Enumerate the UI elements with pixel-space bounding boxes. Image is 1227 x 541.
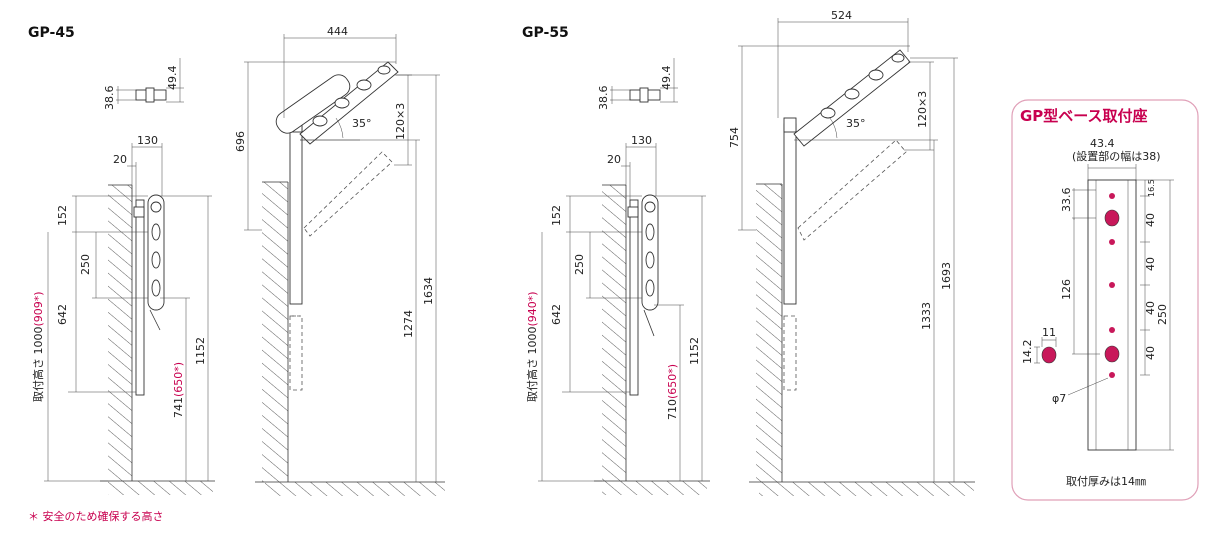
gp45-floor-to-base: 1274 bbox=[402, 310, 415, 338]
gp45-side-width: 130 bbox=[137, 134, 158, 147]
base-top-small: 16.5 bbox=[1147, 179, 1156, 197]
gp45-arm-steps: 120×3 bbox=[394, 103, 407, 140]
gp55-floor-to-base: 1333 bbox=[920, 302, 933, 330]
gp45-arm-angle: 35° bbox=[352, 117, 372, 130]
gp55-arm-reach: 524 bbox=[831, 9, 852, 22]
footnote: ＊ 安全のため確保する高さ bbox=[28, 509, 164, 523]
gp55-side-view: 130 20 152 250 642 取付高さ 1000(940*) 1152 bbox=[525, 134, 710, 495]
gp55-side-width: 130 bbox=[631, 134, 652, 147]
thickness-note: 取付厚みは14㎜ bbox=[1066, 475, 1146, 488]
slot-detail bbox=[1041, 346, 1057, 364]
base-pitch-4: 40 bbox=[1144, 346, 1157, 360]
gp55-lowest-height: 710(650*) bbox=[666, 364, 679, 420]
gp55-top-gap: 152 bbox=[550, 205, 563, 226]
gp45-mount-height: 取付高さ 1000(909*) bbox=[31, 291, 45, 402]
gp45-arm-rise: 696 bbox=[234, 131, 247, 152]
gp45-bracket-width: 49.4 bbox=[166, 66, 179, 91]
gp45-mount-to-base: 642 bbox=[56, 304, 69, 325]
base-hole-span: 126 bbox=[1060, 279, 1073, 300]
gp45-hanger-span: 250 bbox=[79, 254, 92, 275]
gp55-raised-view: 35° 524 754 120×3 1693 1333 bbox=[728, 9, 975, 496]
gp45-bracket-depth: 38.6 bbox=[103, 86, 116, 111]
gp55-bracket-top-view: 49.4 38.6 bbox=[597, 58, 678, 110]
gp55-wall-offset: 20 bbox=[607, 153, 621, 166]
gp55-lowest-height-value: 710 bbox=[666, 399, 679, 420]
gp55-lowest-height-safe: (650*) bbox=[666, 364, 679, 399]
gp55-mount-height: 取付高さ 1000(940*) bbox=[525, 291, 539, 402]
gp45-mount-height-label: 取付高さ 1000 bbox=[31, 327, 45, 403]
gp45-arm-reach: 444 bbox=[327, 25, 348, 38]
base-total-height: 250 bbox=[1156, 304, 1169, 325]
gp45-lowest-height-value: 741 bbox=[172, 397, 185, 418]
gp45-bracket-top-view: 49.4 38.6 bbox=[103, 58, 184, 110]
gp55-arm-rise: 754 bbox=[728, 127, 741, 148]
base-pitch-1: 40 bbox=[1144, 213, 1157, 227]
gp45-mount-height-safe: (909*) bbox=[32, 291, 45, 326]
gp55-bracket-width: 49.4 bbox=[660, 66, 673, 91]
gp45-wall-offset: 20 bbox=[113, 153, 127, 166]
base-pitch-3: 40 bbox=[1144, 301, 1157, 315]
gp55-floor-to-top: 1152 bbox=[688, 337, 701, 365]
slot-height: 14.2 bbox=[1021, 340, 1034, 365]
gp55-mount-height-safe: (940*) bbox=[526, 291, 539, 326]
base-top-offset: 33.6 bbox=[1060, 188, 1073, 213]
gp45-floor-to-top: 1152 bbox=[194, 337, 207, 365]
gp45-drawing: GP-45 49.4 38.6 bbox=[28, 25, 445, 496]
gp55-floor-to-arm-top: 1693 bbox=[940, 262, 953, 290]
base-width: 43.4 bbox=[1090, 137, 1115, 150]
gp55-arm-angle: 35° bbox=[846, 117, 866, 130]
slot-width: 11 bbox=[1042, 326, 1056, 339]
base-width-note: (設置部の幅は38) bbox=[1072, 149, 1161, 163]
gp45-floor-to-arm-top: 1634 bbox=[422, 277, 435, 305]
base-pitch-2: 40 bbox=[1144, 257, 1157, 271]
gp45-top-gap: 152 bbox=[56, 205, 69, 226]
gp55-mount-to-base: 642 bbox=[550, 304, 563, 325]
gp55-mount-height-label: 取付高さ 1000 bbox=[525, 327, 539, 403]
gp55-drawing: GP-55 49.4 38.6 bbox=[522, 9, 975, 496]
base-mount-title: GP型ベース取付座 bbox=[1020, 107, 1148, 125]
gp55-bracket-depth: 38.6 bbox=[597, 86, 610, 111]
gp45-lowest-height: 741(650*) bbox=[172, 362, 185, 418]
base-mount-panel: GP型ベース取付座 43.4 (設置部の幅は38) 33.6 126 250 bbox=[1011, 99, 1199, 501]
gp45-title: GP-45 bbox=[28, 25, 75, 41]
hole-diameter: φ7 bbox=[1052, 392, 1066, 405]
gp45-raised-view: 35° 444 696 120×3 1634 1274 bbox=[234, 25, 445, 496]
gp55-arm-steps: 120×3 bbox=[916, 91, 929, 128]
gp45-lowest-height-safe: (650*) bbox=[172, 362, 185, 397]
gp55-hanger-span: 250 bbox=[573, 254, 586, 275]
gp55-title: GP-55 bbox=[522, 25, 569, 41]
gp45-side-view: 130 20 152 250 642 取付高さ 1000(909*) 1152 bbox=[31, 134, 215, 495]
